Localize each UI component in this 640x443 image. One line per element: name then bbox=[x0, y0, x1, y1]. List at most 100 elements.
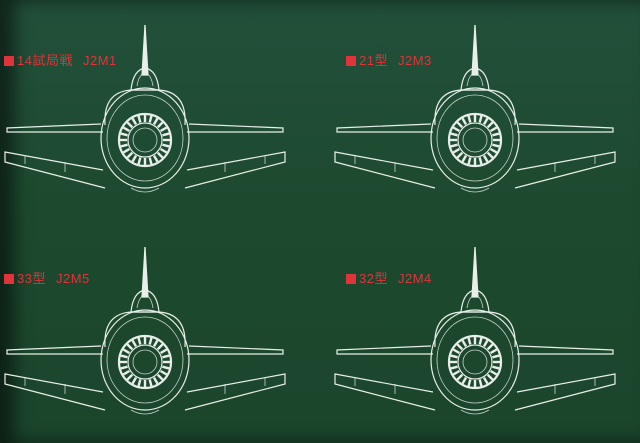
fan-blade bbox=[131, 339, 138, 348]
variant-name: 21型 bbox=[359, 53, 388, 68]
fan-blade bbox=[159, 147, 168, 154]
fan-blade bbox=[152, 154, 159, 163]
fan-blade bbox=[148, 337, 153, 345]
fan-blade bbox=[152, 339, 159, 348]
marker-square bbox=[346, 56, 356, 66]
fan-blade bbox=[156, 151, 164, 159]
fan-blade bbox=[131, 376, 138, 385]
fan-blade bbox=[137, 337, 142, 345]
fan-blade bbox=[120, 354, 128, 359]
fan-blade bbox=[159, 369, 168, 376]
fan-blade bbox=[461, 117, 468, 126]
fan-blade bbox=[467, 157, 472, 165]
fan-blade bbox=[486, 373, 494, 381]
fan-blade bbox=[478, 379, 483, 387]
fan-blade bbox=[120, 143, 128, 148]
fan-blade bbox=[156, 343, 164, 351]
fan-blade bbox=[467, 115, 472, 123]
fan-blade bbox=[122, 147, 131, 154]
fan-blade bbox=[131, 117, 138, 126]
fan-blade bbox=[450, 354, 458, 359]
fan-blade bbox=[152, 376, 159, 385]
fan-blade bbox=[478, 157, 483, 165]
fan-blade bbox=[478, 115, 483, 123]
cooling-fan-blades bbox=[120, 115, 500, 387]
fan-blade bbox=[461, 376, 468, 385]
fan-blade bbox=[489, 348, 498, 355]
fan-blade bbox=[452, 369, 461, 376]
designation: J2M1 bbox=[82, 53, 117, 68]
designation: J2M3 bbox=[397, 53, 432, 68]
fan-blade bbox=[156, 373, 164, 381]
fan-blade bbox=[456, 121, 464, 129]
fan-blade bbox=[467, 337, 472, 345]
fan-blade bbox=[162, 143, 170, 148]
fan-blade bbox=[152, 117, 159, 126]
marker-square bbox=[346, 274, 356, 284]
fan-blade bbox=[122, 369, 131, 376]
fan-blade bbox=[478, 337, 483, 345]
fan-blade bbox=[456, 373, 464, 381]
fan-blade bbox=[450, 143, 458, 148]
variant-name: 33型 bbox=[17, 271, 46, 286]
view-label-j2m3: 21型 J2M3 bbox=[346, 50, 432, 69]
fan-blade bbox=[126, 373, 134, 381]
designation: J2M5 bbox=[55, 271, 90, 286]
fan-blade bbox=[156, 121, 164, 129]
fan-blade bbox=[492, 354, 500, 359]
fan-blade bbox=[486, 151, 494, 159]
fan-blade bbox=[461, 154, 468, 163]
fan-blade bbox=[126, 343, 134, 351]
fan-blade bbox=[482, 154, 489, 163]
fan-blade bbox=[137, 379, 142, 387]
fan-blade bbox=[148, 379, 153, 387]
fan-blade bbox=[492, 365, 500, 370]
fan-blade bbox=[467, 379, 472, 387]
fan-blade bbox=[148, 157, 153, 165]
fan-blade bbox=[120, 132, 128, 137]
marker-square bbox=[4, 56, 14, 66]
fan-blade bbox=[122, 348, 131, 355]
fan-blade bbox=[126, 121, 134, 129]
fan-blade bbox=[126, 151, 134, 159]
fan-blade bbox=[162, 365, 170, 370]
fan-blade bbox=[486, 343, 494, 351]
fan-blade bbox=[450, 132, 458, 137]
fan-blade bbox=[159, 126, 168, 133]
fan-blade bbox=[452, 348, 461, 355]
fan-blade bbox=[452, 126, 461, 133]
fan-blade bbox=[450, 365, 458, 370]
fan-blade bbox=[489, 126, 498, 133]
fan-blade bbox=[131, 154, 138, 163]
marker-square bbox=[4, 274, 14, 284]
fan-blade bbox=[162, 132, 170, 137]
fan-blade bbox=[489, 369, 498, 376]
fan-blade bbox=[482, 376, 489, 385]
fan-blade bbox=[486, 121, 494, 129]
fan-blade bbox=[456, 151, 464, 159]
fan-blade bbox=[148, 115, 153, 123]
fan-blade bbox=[482, 339, 489, 348]
fan-blade bbox=[482, 117, 489, 126]
fan-blade bbox=[159, 348, 168, 355]
aircraft-drawing-j2m4 bbox=[333, 245, 617, 416]
fan-blade bbox=[452, 147, 461, 154]
fan-blade bbox=[492, 143, 500, 148]
variant-name: 14試局戦 bbox=[17, 53, 73, 68]
aircraft-drawing-j2m5 bbox=[3, 245, 287, 416]
fan-blade bbox=[492, 132, 500, 137]
fan-blade bbox=[162, 354, 170, 359]
fan-blade bbox=[120, 365, 128, 370]
view-label-j2m1: 14試局戦 J2M1 bbox=[4, 50, 117, 69]
view-label-j2m5: 33型 J2M5 bbox=[4, 268, 90, 287]
designation: J2M4 bbox=[397, 271, 432, 286]
fan-blade bbox=[489, 147, 498, 154]
fan-blade bbox=[456, 343, 464, 351]
aircraft-drawing-j2m3 bbox=[333, 23, 617, 194]
fan-blade bbox=[461, 339, 468, 348]
aircraft-drawing-j2m1 bbox=[3, 23, 287, 194]
fan-blade bbox=[137, 115, 142, 123]
